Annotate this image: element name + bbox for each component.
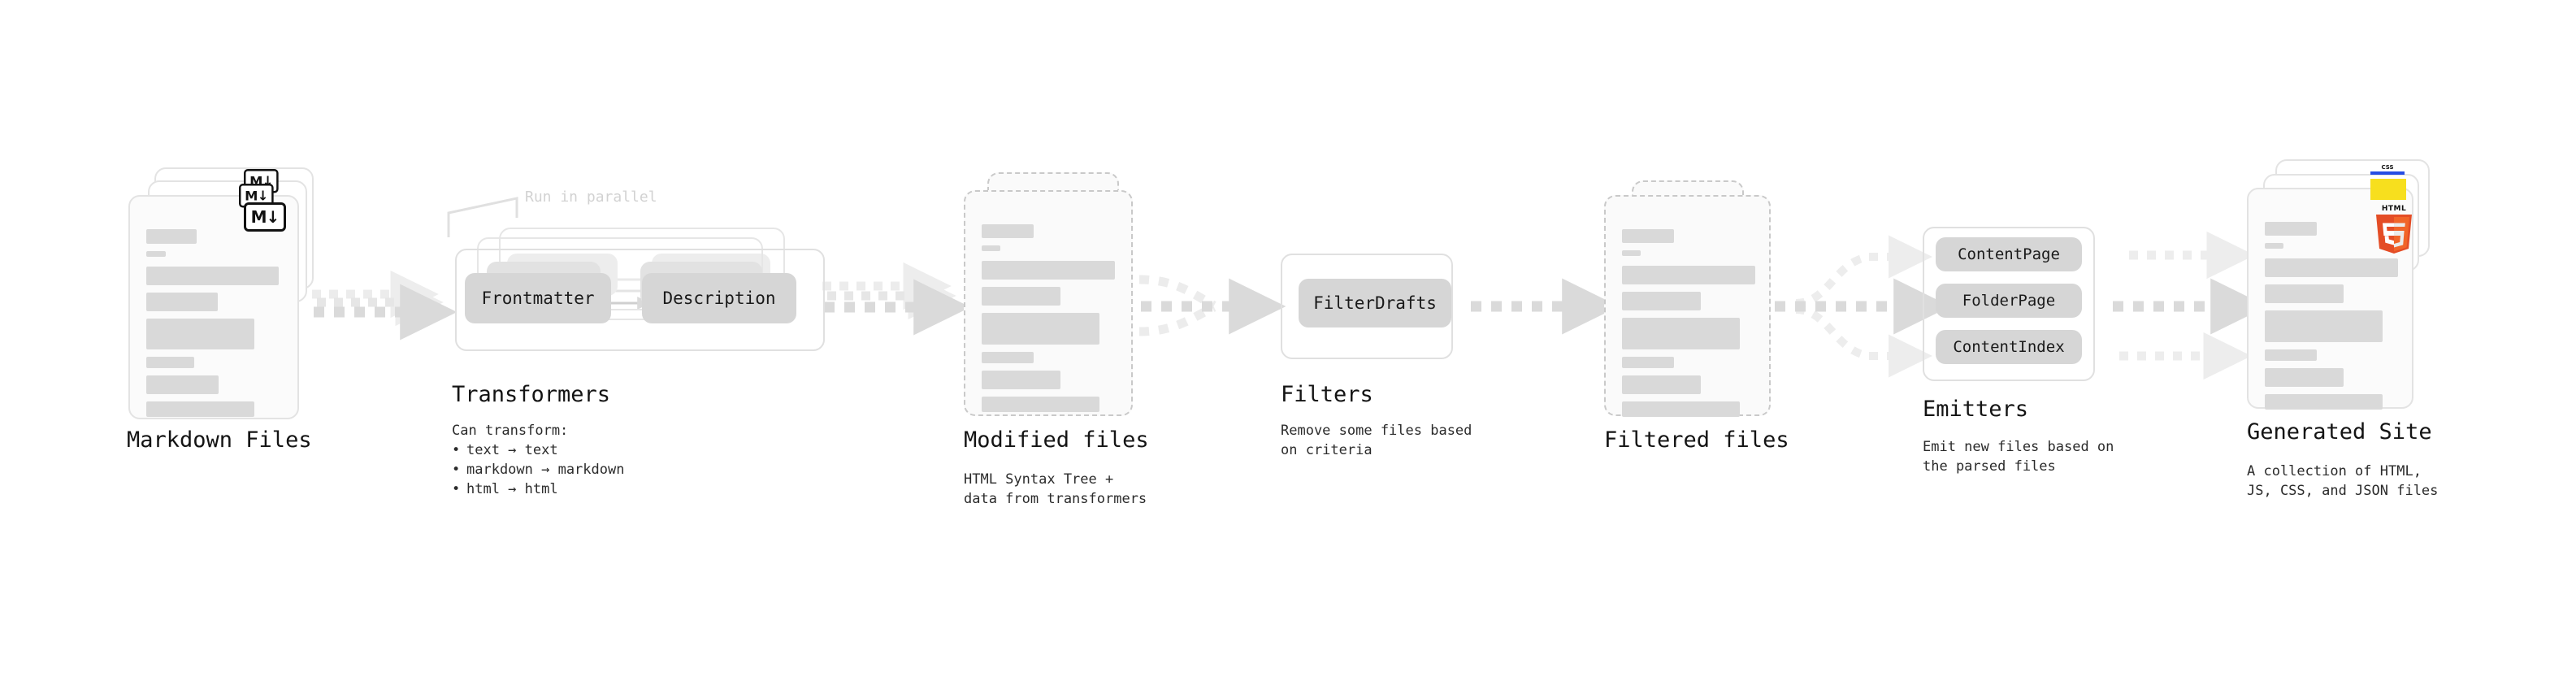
- stage-subtitle-filters: Remove some files based on criteria: [1281, 421, 1472, 460]
- skeleton-bar: [146, 357, 194, 368]
- filters-sub-line: on criteria: [1281, 442, 1373, 458]
- markdown-icon-label: M↓: [250, 207, 280, 227]
- run-in-parallel-note: Run in parallel: [525, 189, 657, 206]
- filters-panel: [1281, 254, 1453, 359]
- skeleton-bar: [1622, 250, 1641, 256]
- transformers-bullet-list: text → text markdown → markdown html → h…: [452, 440, 624, 499]
- stage-generated-site: CSS HTML Generated Site A collection of …: [0, 0, 2438, 499]
- skeleton-bar: [1622, 375, 1701, 394]
- transformers-bullet: markdown → markdown: [452, 460, 624, 479]
- emitter-pill-contentindex[interactable]: ContentIndex: [1936, 330, 2082, 364]
- skeleton-bar: [146, 267, 279, 285]
- skeleton-bar: [2265, 394, 2383, 410]
- filtered-file-front: [1604, 195, 1771, 417]
- connector-md-to-transformers: [312, 270, 458, 340]
- generated-file-skeleton: [2265, 222, 2398, 417]
- modified-sub-line: HTML Syntax Tree +: [964, 471, 1114, 488]
- skeleton-bar: [2265, 284, 2344, 303]
- skeleton-bar: [982, 352, 1034, 363]
- skeleton-bar: [1622, 318, 1740, 349]
- skeleton-bar: [982, 245, 1000, 251]
- emitter-pill-folderpage[interactable]: FolderPage: [1936, 284, 2082, 318]
- markdown-icon-label: M↓: [245, 187, 268, 204]
- stage-title-generated-site: Generated Site: [2247, 419, 2432, 445]
- css3-icon-label: CSS: [2381, 164, 2394, 171]
- transformer-pill-label: Frontmatter: [481, 288, 595, 308]
- stage-subtitle-transformers: Can transform: text → text markdown → ma…: [452, 421, 624, 499]
- skeleton-bar: [982, 287, 1060, 306]
- skeleton-bar: [146, 319, 254, 349]
- emitters-sub-line: the parsed files: [1923, 458, 2056, 475]
- skeleton-bar: [146, 293, 218, 311]
- skeleton-bar: [2265, 368, 2344, 387]
- skeleton-bar: [982, 371, 1060, 389]
- generated-site-sub-line: A collection of HTML,: [2247, 463, 2422, 479]
- skeleton-bar: [982, 397, 1099, 412]
- connector-modified-to-filters: [1138, 275, 1286, 336]
- filter-pill-filterdrafts[interactable]: FilterDrafts: [1299, 279, 1451, 327]
- filter-pill-label: FilterDrafts: [1313, 293, 1437, 313]
- skeleton-bar: [146, 401, 254, 417]
- css3-icon: CSS: [2370, 164, 2405, 175]
- markdown-icon: M↓: [244, 202, 286, 232]
- filtered-file-skeleton: [1622, 229, 1755, 424]
- skeleton-bar: [2265, 310, 2383, 342]
- emitters-panel: [1923, 227, 2095, 381]
- skeleton-bar: [146, 375, 219, 394]
- generated-site-stack: CSS HTML: [0, 0, 2430, 410]
- skeleton-bar: [2265, 349, 2317, 361]
- skeleton-bar: [1622, 292, 1701, 310]
- html5-icon: HTML: [2373, 205, 2415, 254]
- transformers-sub-line: Can transform:: [452, 423, 569, 439]
- skeleton-bar: [982, 224, 1034, 238]
- stage-title-filters: Filters: [1281, 382, 1373, 407]
- stage-title-markdown-files: Markdown Files: [127, 427, 312, 453]
- markdown-file-skeleton: [146, 229, 281, 424]
- skeleton-bar: [146, 251, 166, 257]
- stage-title-filtered-files: Filtered files: [1604, 427, 1789, 453]
- emitters-sub-line: Emit new files based on: [1923, 439, 2114, 455]
- skeleton-bar: [1622, 401, 1740, 417]
- connector-emitters-to-site: [2113, 231, 2268, 380]
- html5-icon-word: HTML: [2381, 205, 2407, 213]
- skeleton-bar: [2265, 222, 2317, 236]
- connector-filtered-to-emitters: [1775, 235, 1951, 378]
- stage-subtitle-emitters: Emit new files based on the parsed files: [1923, 437, 2114, 476]
- skeleton-bar: [2265, 258, 2398, 277]
- skeleton-bar: [1622, 357, 1674, 368]
- filters-sub-line: Remove some files based: [1281, 423, 1472, 439]
- generated-site-sub-line: JS, CSS, and JSON files: [2247, 483, 2439, 499]
- stage-title-emitters: Emitters: [1923, 397, 2029, 422]
- emitter-pill-label: ContentPage: [1958, 245, 2060, 263]
- javascript-icon: [2370, 179, 2406, 200]
- modified-file-front: [964, 190, 1133, 416]
- skeleton-bar: [1622, 266, 1755, 284]
- markdown-file-front: [128, 195, 299, 419]
- skeleton-bar: [2265, 243, 2283, 249]
- transformer-pill-frontmatter[interactable]: Frontmatter: [465, 273, 611, 323]
- transformer-pill-label: Description: [662, 288, 776, 308]
- modified-file-skeleton: [982, 224, 1115, 419]
- transformer-panel-front: [455, 249, 825, 351]
- transformers-bullet: html → html: [452, 479, 624, 499]
- stage-title-modified-files: Modified files: [964, 427, 1149, 453]
- stage-title-transformers: Transformers: [452, 382, 611, 407]
- connector-transformers-to-modified: [822, 262, 971, 336]
- stage-subtitle-modified-files: HTML Syntax Tree + data from transformer…: [964, 470, 1147, 509]
- modified-sub-line: data from transformers: [964, 491, 1147, 507]
- skeleton-bar: [982, 261, 1115, 280]
- transformers-bullet: text → text: [452, 440, 624, 460]
- stage-subtitle-generated-site: A collection of HTML, JS, CSS, and JSON …: [2247, 462, 2438, 501]
- generated-file-html: [2247, 188, 2413, 410]
- emitter-pill-contentpage[interactable]: ContentPage: [1936, 237, 2082, 271]
- emitter-pill-label: FolderPage: [1962, 292, 2056, 310]
- skeleton-bar: [146, 229, 197, 244]
- skeleton-bar: [982, 313, 1099, 345]
- skeleton-bar: [1622, 229, 1674, 243]
- transformer-pill-description[interactable]: Description: [642, 273, 796, 323]
- emitter-pill-label: ContentIndex: [1953, 338, 2065, 356]
